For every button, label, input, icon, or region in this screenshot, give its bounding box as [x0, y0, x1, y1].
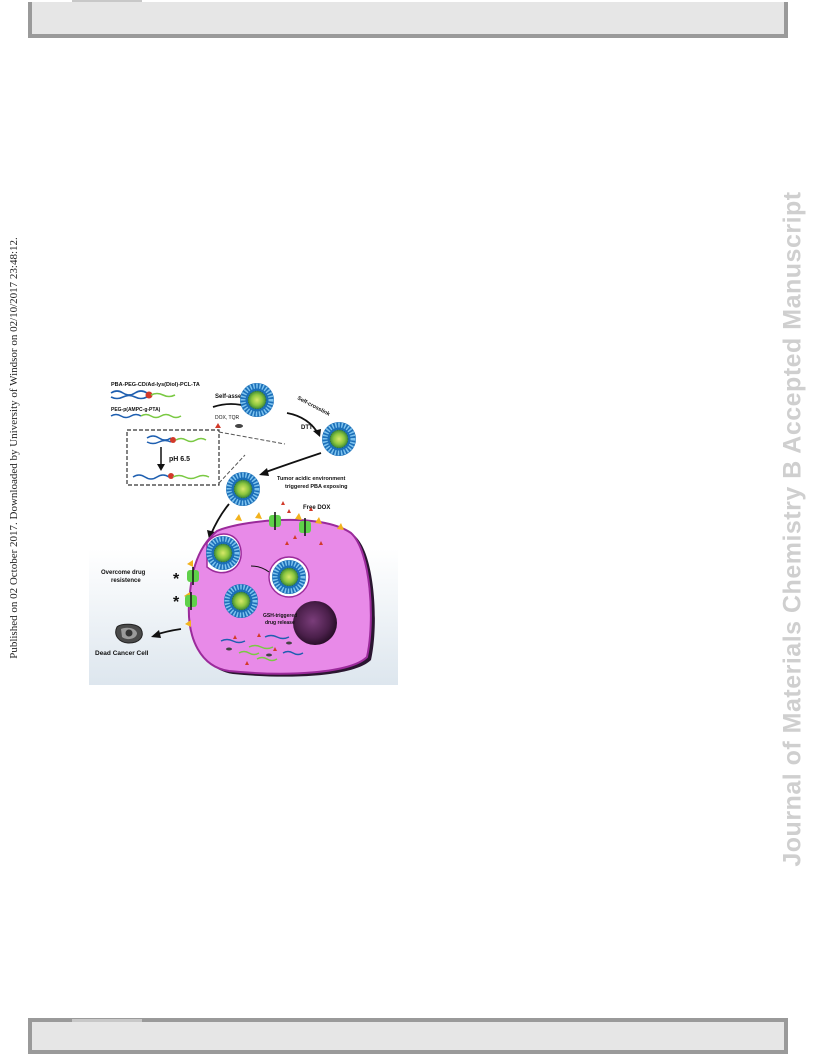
gsh-label-1: GSH-triggered [263, 613, 297, 619]
dox-icon [215, 423, 221, 428]
footer-bar-tab [72, 1019, 142, 1022]
tumor-label-1: Tumor acidic environment [277, 476, 346, 482]
polymer2-chain [110, 413, 182, 419]
tqr-icon [235, 424, 243, 428]
inset-chain-top [146, 435, 207, 445]
micelle-pba-exposed [226, 472, 260, 506]
polymer2-label: PEG-p(AMPC-g-PTA) [111, 407, 161, 413]
micelle-internalizing [206, 536, 240, 570]
ph-label: pH 6.5 [169, 456, 190, 463]
uptake-arrow [210, 503, 230, 535]
drugs-label: DOX, TQR [215, 415, 239, 421]
block-mark-2: * [173, 594, 180, 611]
self-crosslink-label: Self-crosslink [296, 395, 331, 418]
nucleus [293, 601, 337, 645]
block-mark-1: * [173, 571, 180, 588]
publication-note: Published on 02 October 2017. Downloaded… [8, 237, 20, 659]
overcome-label-2: resistence [111, 578, 141, 584]
free-dox-particles [281, 501, 323, 545]
released-polymer-fragments [220, 634, 304, 662]
header-bar [28, 0, 788, 38]
journal-watermark: Journal of Materials Chemistry B Accepte… [778, 191, 807, 867]
self-assemble-label: Self-assemble [215, 394, 256, 400]
inset-guide-line [218, 431, 286, 445]
dtt-label: DTT [301, 425, 313, 431]
micelle-assembled [240, 383, 274, 417]
acidic-arrow [262, 452, 322, 474]
micelle-cytoplasm [224, 584, 258, 618]
pba-ligands [184, 512, 344, 627]
gsh-label-2: drug release [265, 620, 295, 626]
inset-guide-line-2 [218, 454, 246, 484]
dead-cell-label: Dead Cancer Cell [95, 650, 149, 657]
footer-bar [28, 1018, 788, 1054]
free-dox-label: Free DOX [303, 505, 330, 511]
ph-inset-box [126, 429, 220, 486]
released-dox [233, 633, 277, 665]
graphical-abstract-figure: PBA-PEG-CD/Ad-lys(Diol)-PCL-TA PEG-p(AMP… [89, 371, 398, 685]
released-tqr [226, 641, 292, 657]
overcome-label-1: Overcome drug [101, 570, 146, 576]
polymer1-label: PBA-PEG-CD/Ad-lys(Diol)-PCL-TA [111, 382, 200, 388]
tumor-label-2: triggered PBA exposing [285, 484, 347, 490]
inset-chain-bottom [132, 473, 210, 480]
micelle-crosslinked [322, 422, 356, 456]
dead-cell-icon [115, 623, 143, 644]
endosome-arrow [250, 565, 270, 573]
figure-svg: PBA-PEG-CD/Ad-lys(Diol)-PCL-TA PEG-p(AMP… [89, 371, 398, 685]
header-bar-tab [72, 0, 142, 2]
micelle-endosome [272, 560, 306, 594]
polymer1-chain [110, 390, 176, 400]
